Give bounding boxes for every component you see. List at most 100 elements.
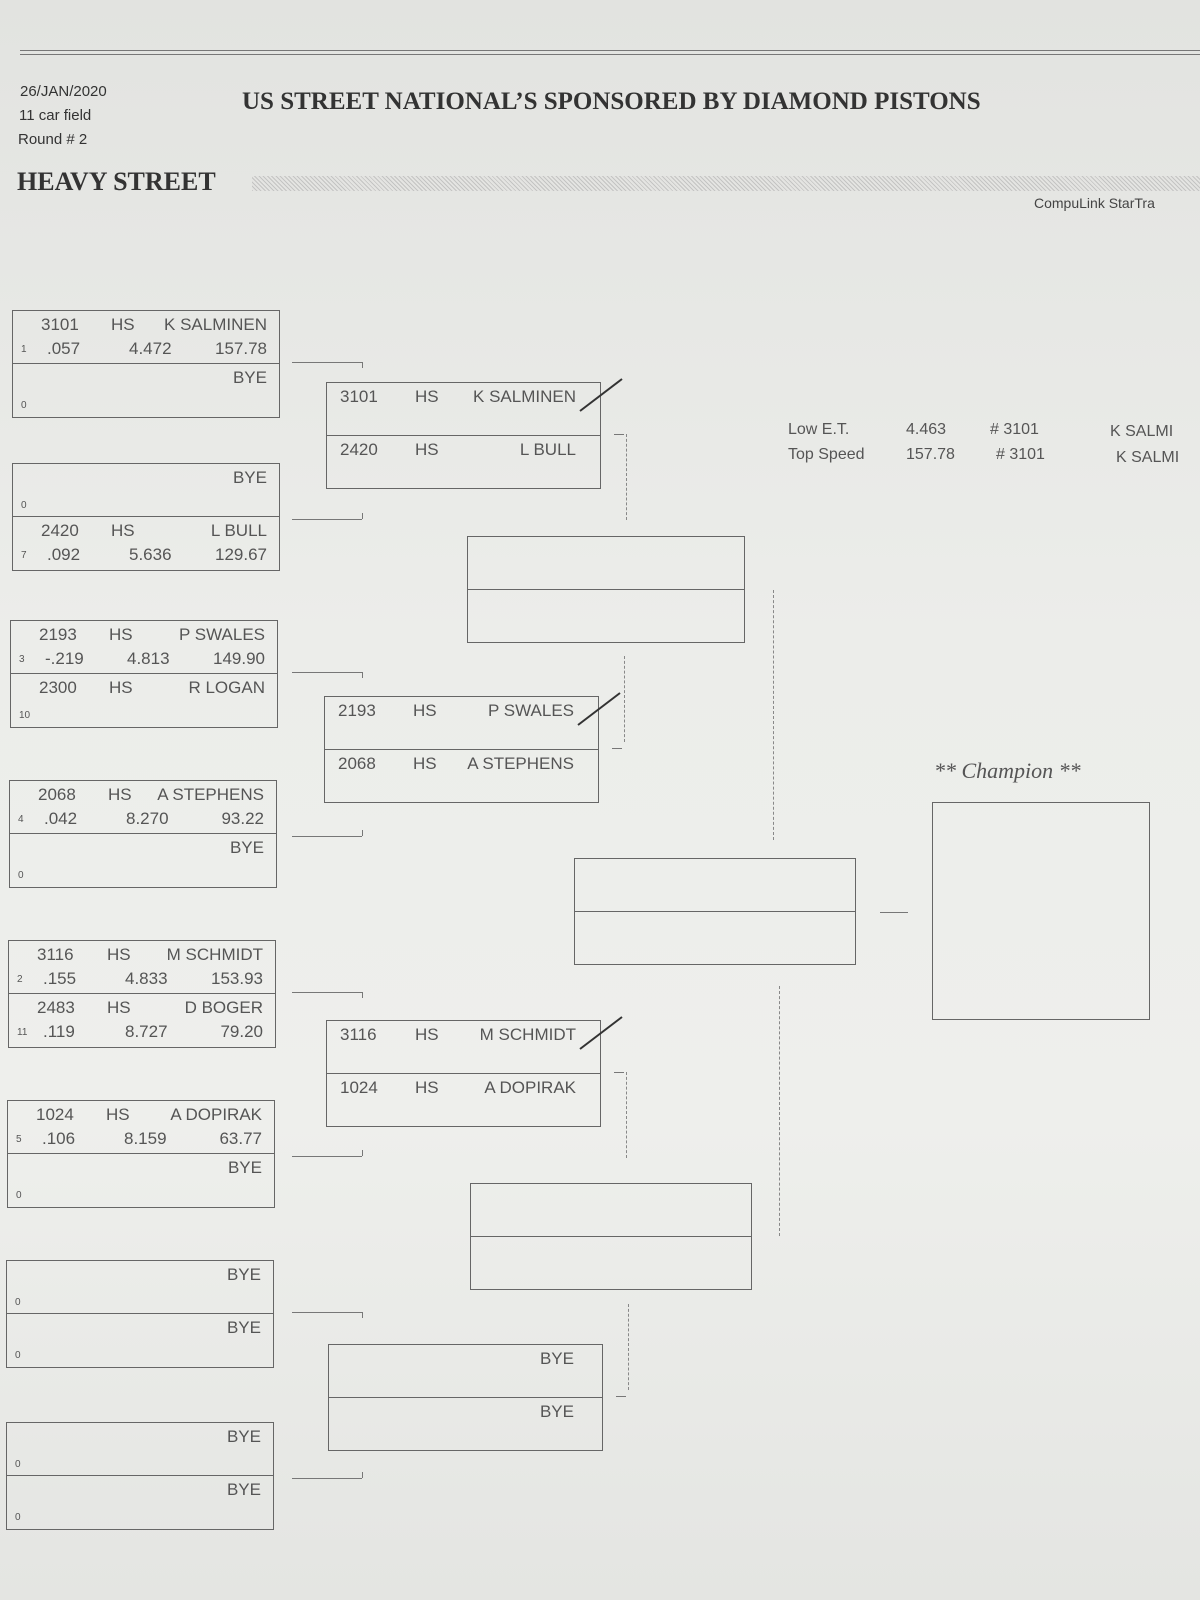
empty-slot bbox=[471, 1184, 751, 1237]
winner-check-mark bbox=[578, 1013, 624, 1053]
speed-mph: 79.20 bbox=[220, 1022, 263, 1041]
reaction-time: -.219 bbox=[45, 649, 84, 668]
class-code: HS bbox=[106, 1105, 130, 1124]
top-speed-label: Top Speed bbox=[788, 446, 865, 463]
elapsed-time: 4.472 bbox=[129, 339, 172, 358]
car-number: 3101 bbox=[340, 387, 378, 406]
racer-name: BYE bbox=[539, 1349, 574, 1368]
seed-number: 0 bbox=[15, 1512, 21, 1523]
connector-dashed-line bbox=[624, 656, 625, 742]
racer-slot: BYE bbox=[329, 1398, 602, 1451]
racer-slot: BYE bbox=[329, 1345, 602, 1398]
reaction-time: .155 bbox=[43, 969, 77, 988]
racer-name: BYE bbox=[226, 1318, 261, 1337]
top-speed-car: # 3101 bbox=[996, 446, 1045, 463]
connector-line bbox=[292, 836, 362, 837]
class-code: HS bbox=[107, 945, 131, 964]
connector-tick bbox=[362, 992, 363, 998]
class-code: HS bbox=[111, 315, 135, 334]
speed-mph: 93.22 bbox=[221, 809, 264, 828]
elapsed-time: 5.636 bbox=[129, 545, 172, 564]
class-code: HS bbox=[415, 1077, 439, 1097]
racer-name: P SWALES bbox=[179, 625, 265, 644]
racer-name: M SCHMIDT bbox=[166, 945, 263, 964]
speed-mph: 153.93 bbox=[211, 969, 263, 988]
elapsed-time: 8.270 bbox=[126, 809, 169, 828]
car-number: 2420 bbox=[340, 439, 378, 459]
round-number: Round # 2 bbox=[18, 131, 88, 148]
racer-slot: BYE 0 bbox=[13, 364, 279, 417]
seed-number: 7 bbox=[21, 550, 27, 561]
connector-line bbox=[292, 519, 362, 520]
car-number: 1024 bbox=[36, 1105, 74, 1124]
connector-line bbox=[292, 1312, 362, 1313]
seed-number: 2 bbox=[17, 974, 23, 985]
racer-name: BYE bbox=[539, 1401, 574, 1421]
class-code: HS bbox=[109, 678, 133, 697]
seed-number: 0 bbox=[21, 400, 27, 411]
racer-slot: 2193 HS P SWALES bbox=[325, 692, 621, 750]
racer-name: BYE bbox=[232, 468, 267, 487]
class-code: HS bbox=[415, 439, 439, 459]
reaction-time: .106 bbox=[42, 1129, 76, 1148]
car-number: 3116 bbox=[340, 1025, 377, 1044]
connector-line bbox=[612, 748, 622, 749]
seed-number: 0 bbox=[15, 1459, 21, 1470]
connector-dashed-line bbox=[626, 434, 627, 520]
racer-name: BYE bbox=[226, 1265, 261, 1284]
empty-slot bbox=[575, 859, 855, 912]
round3-matchup bbox=[470, 1183, 752, 1290]
low-et-name: K SALMI bbox=[1110, 423, 1174, 440]
reaction-time: .092 bbox=[47, 545, 81, 564]
empty-slot bbox=[468, 537, 744, 590]
racer-name: BYE bbox=[229, 838, 264, 857]
speed-mph: 157.78 bbox=[215, 339, 267, 358]
car-number: 1024 bbox=[340, 1077, 378, 1097]
racer-name: BYE bbox=[232, 368, 267, 387]
class-title: HEAVY STREET bbox=[17, 167, 216, 196]
racer-name: A DOPIRAK bbox=[170, 1105, 262, 1124]
racer-slot: BYE 0 bbox=[7, 1314, 273, 1367]
racer-name: P SWALES bbox=[488, 701, 574, 720]
empty-slot bbox=[468, 590, 744, 643]
seed-number: 0 bbox=[15, 1350, 21, 1361]
elapsed-time: 4.833 bbox=[125, 969, 168, 988]
racer-name: D BOGER bbox=[184, 998, 263, 1017]
seed-number: 10 bbox=[19, 710, 31, 721]
connector-dashed-line bbox=[779, 986, 780, 1236]
event-title: US STREET NATIONAL’S SPONSORED BY DIAMON… bbox=[242, 88, 981, 115]
car-number: 2068 bbox=[338, 753, 376, 773]
class-code: HS bbox=[107, 998, 131, 1017]
car-number: 2193 bbox=[338, 701, 376, 720]
low-et-label: Low E.T. bbox=[788, 421, 850, 438]
final-matchup bbox=[574, 858, 856, 965]
seed-number: 4 bbox=[18, 814, 24, 825]
reaction-time: .042 bbox=[44, 809, 78, 828]
connector-tick bbox=[362, 672, 363, 678]
connector-dashed-line bbox=[773, 590, 774, 840]
champion-label: ** Champion ** bbox=[934, 758, 1081, 783]
class-code: HS bbox=[413, 701, 437, 720]
car-number: 2068 bbox=[38, 785, 76, 804]
empty-slot bbox=[575, 912, 855, 965]
connector-dashed-line bbox=[628, 1304, 629, 1390]
champion-box bbox=[932, 802, 1150, 1020]
connector-line bbox=[292, 992, 362, 993]
connector-line bbox=[292, 672, 362, 673]
round3-matchup bbox=[467, 536, 745, 643]
winner-check-mark bbox=[576, 689, 622, 729]
racer-name: K SALMINEN bbox=[164, 315, 267, 334]
connector-tick bbox=[362, 1312, 363, 1318]
seed-number: 0 bbox=[18, 870, 24, 881]
event-date: 26/JAN/2020 bbox=[20, 83, 107, 100]
